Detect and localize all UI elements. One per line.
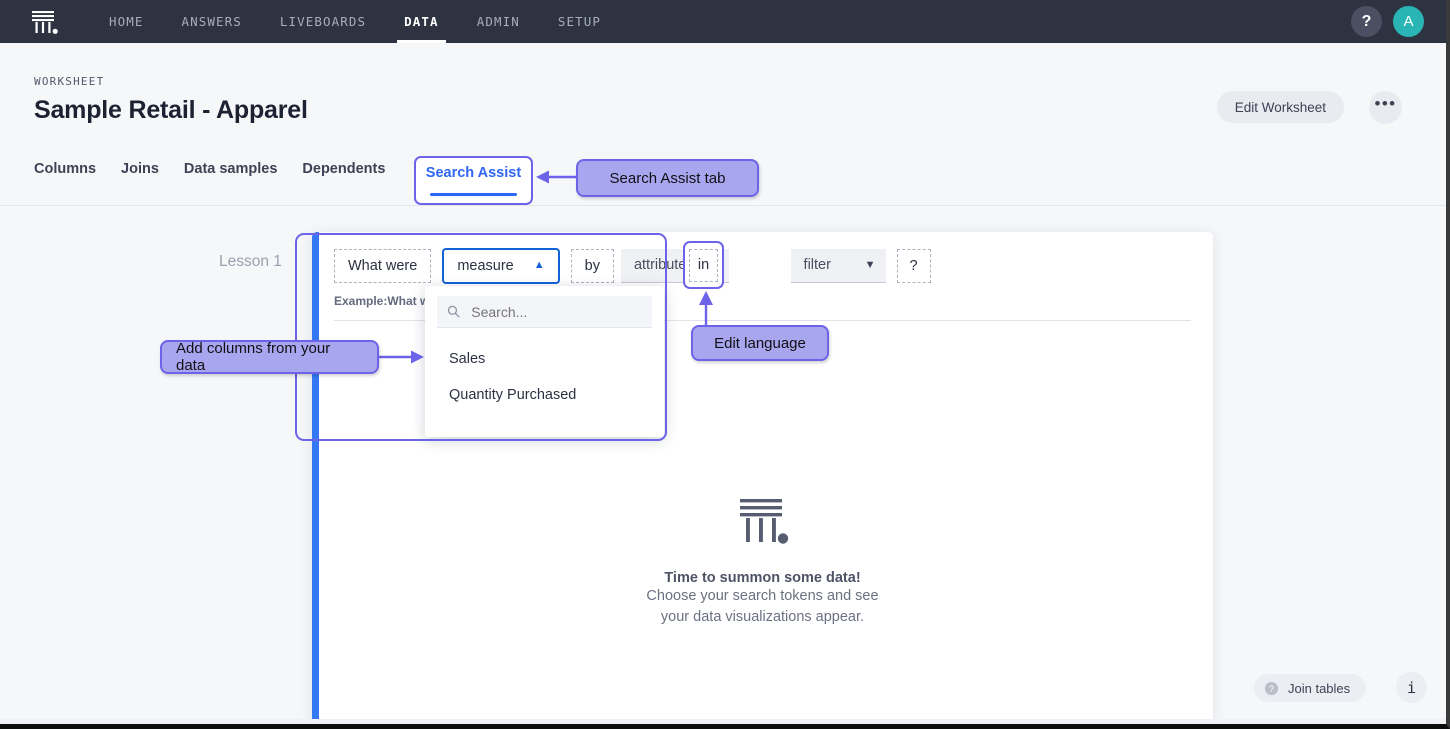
thoughtspot-logo-icon (739, 499, 788, 544)
token-in-label: in (689, 248, 718, 282)
tab-dependents[interactable]: Dependents (302, 161, 386, 177)
dropdown-search-box[interactable] (437, 296, 652, 328)
chevron-up-icon: ▲ (533, 259, 545, 271)
nav-items: HOME ANSWERS LIVEBOARDS DATA ADMIN SETUP (90, 0, 620, 43)
tab-columns[interactable]: Columns (34, 161, 97, 177)
svg-text:?: ? (1269, 683, 1274, 693)
top-navigation-bar: HOME ANSWERS LIVEBOARDS DATA ADMIN SETUP… (0, 0, 1446, 43)
thoughtspot-logo[interactable] (0, 7, 90, 37)
nav-item-answers[interactable]: ANSWERS (163, 0, 261, 43)
token-question-mark[interactable]: ? (896, 248, 931, 283)
tab-bar: Columns Joins Data samples Dependents (34, 161, 410, 193)
nav-item-label: HOME (109, 14, 144, 29)
arrow-to-add-columns (378, 350, 424, 364)
nav-item-label: ANSWERS (181, 14, 242, 29)
measure-dropdown-menu: Sales Quantity Purchased (425, 286, 664, 437)
nav-item-home[interactable]: HOME (90, 0, 163, 43)
search-token-row: What were measure ▲ by attribute ▼ in fi… (334, 247, 931, 284)
callout-edit-language: Edit language (691, 325, 829, 361)
info-button[interactable]: i (1396, 672, 1427, 703)
dropdown-option-quantity-purchased[interactable]: Quantity Purchased (449, 387, 577, 403)
token-measure[interactable]: measure ▲ (442, 247, 560, 284)
bottom-strip (0, 719, 1446, 724)
help-icon[interactable]: ? (1351, 6, 1382, 37)
edit-worksheet-button[interactable]: Edit Worksheet (1216, 91, 1344, 123)
empty-state-line-2: your data visualizations appear. (660, 609, 865, 625)
empty-state-title: Time to summon some data! (664, 570, 861, 586)
tab-active-underline (430, 193, 517, 196)
empty-state: Time to summon some data! Choose your se… (312, 497, 1213, 628)
nav-item-liveboards[interactable]: LIVEBOARDS (261, 0, 385, 43)
help-circle-icon: ? (1264, 681, 1279, 695)
chevron-down-icon: ▼ (864, 258, 876, 271)
avatar-initial: A (1403, 13, 1414, 30)
tab-data-samples[interactable]: Data samples (183, 161, 278, 177)
token-filter[interactable]: filter ▼ (790, 248, 886, 283)
tab-search-assist-label: Search Assist (425, 165, 522, 181)
callout-search-assist-tab: Search Assist tab (576, 159, 759, 197)
token-in[interactable]: in (683, 241, 724, 289)
nav-right-actions: ? A (1351, 6, 1446, 37)
tab-search-assist[interactable]: Search Assist (414, 156, 533, 205)
nav-item-label: LIVEBOARDS (279, 14, 367, 29)
nav-item-label: ADMIN (476, 14, 520, 29)
panel-divider (334, 320, 1191, 321)
token-filter-label: filter (803, 257, 831, 273)
token-measure-label: measure (457, 257, 514, 274)
dropdown-option-list: Sales Quantity Purchased (425, 341, 664, 413)
token-what-were[interactable]: What were (334, 248, 432, 283)
nav-item-setup[interactable]: SETUP (539, 0, 620, 43)
breadcrumb: WORKSHEET (34, 75, 105, 88)
page-title: Sample Retail - Apparel (34, 96, 308, 124)
callout-add-columns: Add columns from your data (160, 340, 379, 374)
dropdown-search-input[interactable] (469, 302, 642, 321)
nav-item-data[interactable]: DATA (385, 0, 458, 43)
nav-item-label: DATA (404, 14, 439, 29)
token-attribute-label: attribute (633, 257, 687, 273)
arrow-to-search-assist-tab (536, 170, 580, 184)
search-icon (447, 305, 460, 318)
nav-item-label: SETUP (557, 14, 601, 29)
nav-item-admin[interactable]: ADMIN (458, 0, 539, 43)
dropdown-option-sales[interactable]: Sales (449, 351, 486, 367)
help-icon-glyph: ? (1361, 12, 1372, 30)
avatar[interactable]: A (1393, 6, 1424, 37)
join-tables-button[interactable]: ? Join tables (1254, 674, 1367, 702)
panel-accent-bar (312, 232, 319, 724)
empty-state-line-1: Choose your search tokens and see (646, 588, 879, 604)
token-by[interactable]: by (570, 248, 614, 283)
example-text: Example:What we (334, 294, 437, 308)
tab-joins[interactable]: Joins (121, 161, 159, 177)
more-options-icon[interactable]: ••• (1369, 91, 1402, 124)
join-tables-label: Join tables (1288, 680, 1351, 696)
lesson-label: Lesson 1 (219, 253, 282, 270)
